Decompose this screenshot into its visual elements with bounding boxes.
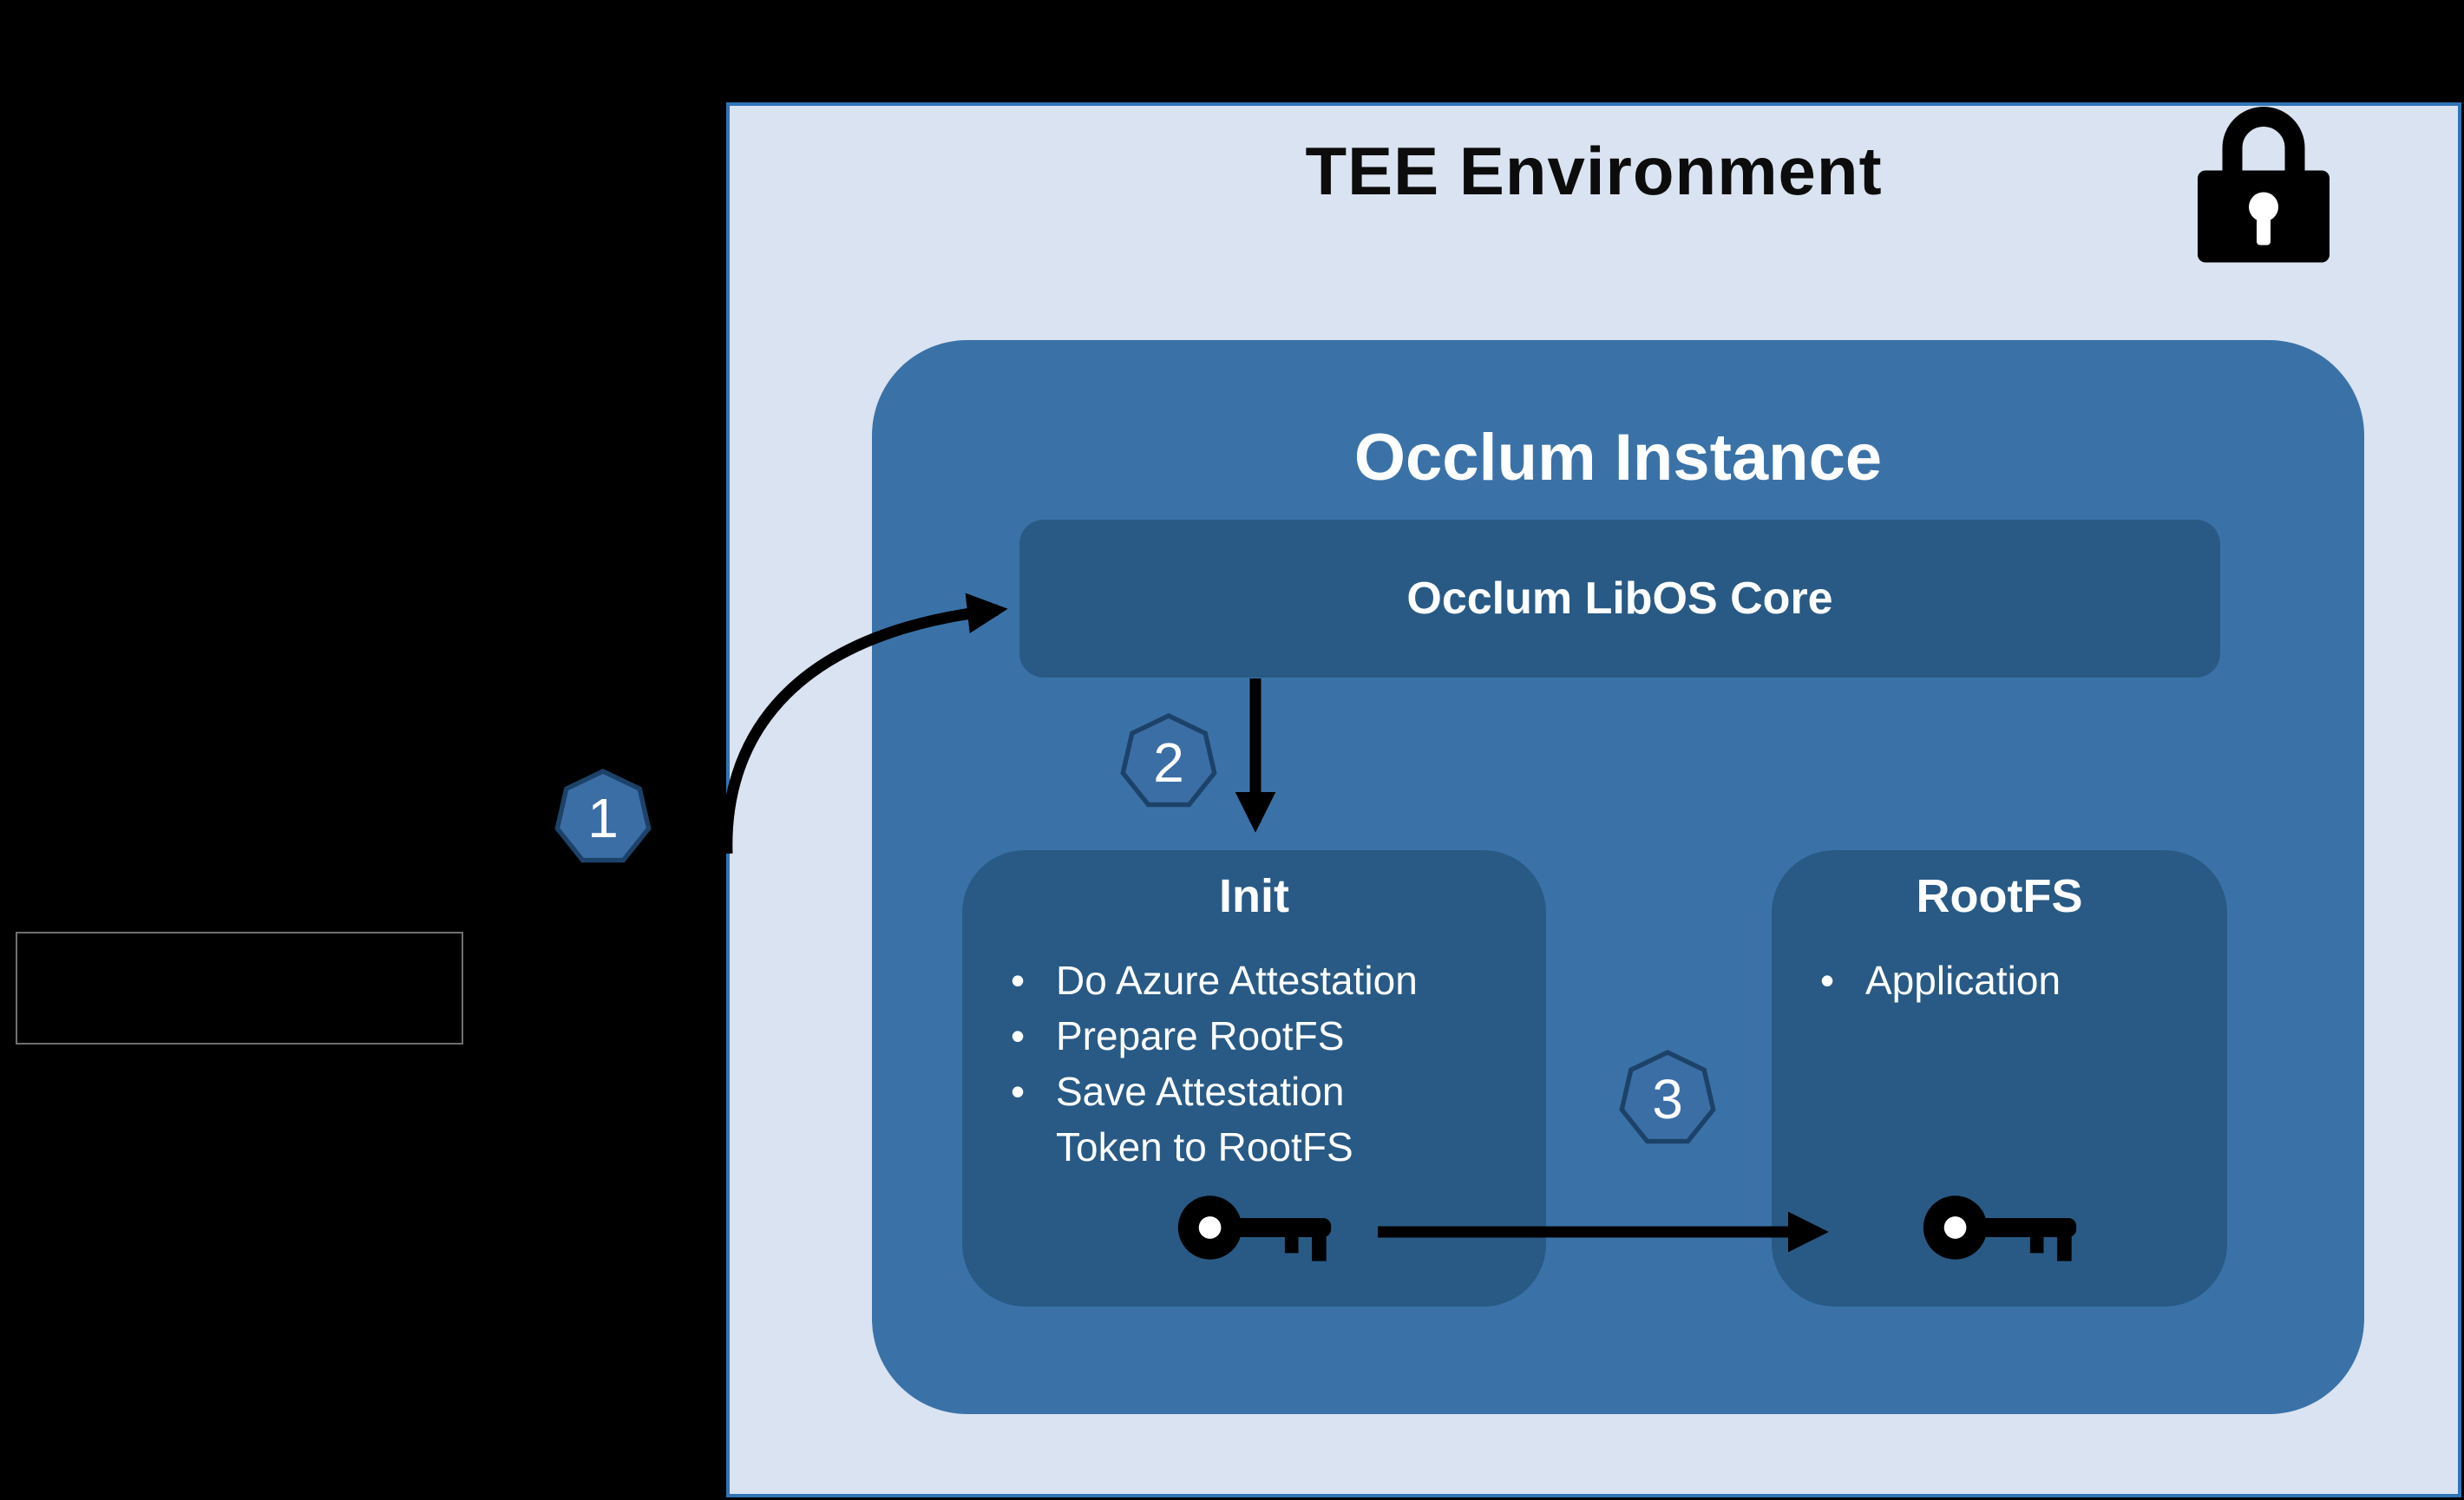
key-icon [1176,1188,1333,1272]
list-item: • Do Azure Attestation [1011,953,1546,1008]
list-item: • Application [1820,953,2227,1008]
init-box: Init • Do Azure Attestation • Prepare Ro… [962,850,1546,1307]
step-badge-border: 3 [1619,1050,1716,1144]
occlum-libos-core-box: Occlum LibOS Core [1019,520,2220,678]
bullet-text: Prepare RootFS [1056,1013,1345,1058]
rootfs-bullet-list: • Application [1772,953,2227,1008]
bullet-marker: • [1011,1013,1026,1058]
rootfs-box: RootFS • Application [1772,850,2227,1307]
rootfs-title: RootFS [1916,870,2083,922]
step-badge-3: 3 [1618,1050,1717,1149]
bullet-marker: • [1011,1069,1026,1114]
step-badge-number: 3 [1624,1055,1711,1139]
list-item: • Save Attestation Token to RootFS [1011,1064,1546,1175]
bullet-marker: • [1011,958,1026,1003]
step-badge-border: 1 [554,769,652,863]
bullet-text: Save Attestation Token to RootFS [1056,1069,1353,1169]
step-badge-number: 1 [560,774,646,858]
occlum-instance-box: Occlum Instance Occlum LibOS Core Init •… [872,340,2364,1414]
step-badge-border: 2 [1120,713,1217,808]
bullet-marker: • [1820,958,1835,1003]
tee-environment-title: TEE Environment [1305,133,1883,209]
init-bullet-list: • Do Azure Attestation • Prepare RootFS … [962,953,1546,1175]
key-icon [1922,1188,2078,1272]
step-badge-number: 2 [1125,718,1212,802]
left-label-box [16,932,463,1045]
bullet-text: Do Azure Attestation [1056,958,1418,1003]
occlum-instance-title: Occlum Instance [1353,421,1883,495]
tee-environment-box: TEE Environment Occlum Instance Occlum L… [726,102,2461,1497]
lock-icon [2192,94,2336,267]
init-title: Init [1219,870,1289,922]
occlum-libos-core-label: Occlum LibOS Core [1406,573,1833,624]
bullet-text: Application [1865,958,2061,1003]
step-badge-2: 2 [1119,713,1218,812]
list-item: • Prepare RootFS [1011,1008,1546,1064]
step-badge-1: 1 [554,769,652,868]
